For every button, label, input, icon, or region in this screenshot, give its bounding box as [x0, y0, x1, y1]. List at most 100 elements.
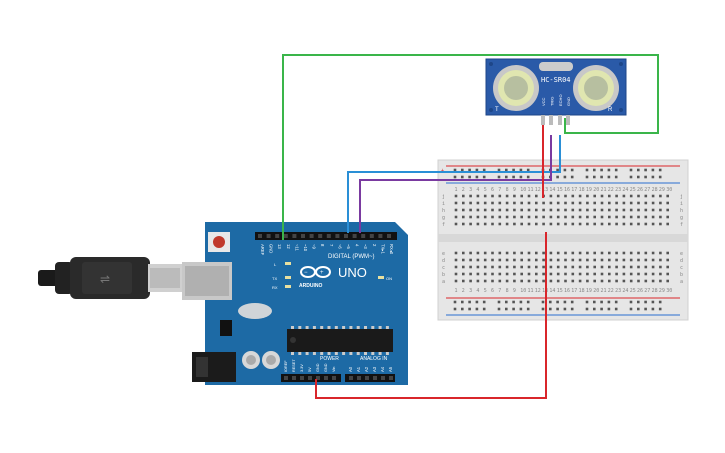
breadboard-hole[interactable]	[622, 222, 626, 226]
breadboard-hole[interactable]	[586, 258, 589, 262]
breadboard-hole[interactable]	[666, 258, 669, 262]
breadboard-hole[interactable]	[615, 208, 618, 212]
breadboard-hole[interactable]	[469, 265, 472, 269]
breadboard-hole[interactable]	[476, 265, 480, 269]
breadboard-hole[interactable]	[491, 265, 494, 269]
breadboard-hole[interactable]	[666, 251, 669, 255]
breadboard-hole[interactable]	[651, 201, 655, 205]
rail-hole[interactable]	[549, 307, 552, 311]
breadboard-hole[interactable]	[454, 222, 458, 226]
breadboard-hole[interactable]	[564, 272, 567, 276]
breadboard-hole[interactable]	[556, 265, 560, 269]
breadboard-hole[interactable]	[629, 279, 633, 283]
breadboard-hole[interactable]	[535, 279, 538, 283]
breadboard-hole[interactable]	[483, 215, 487, 219]
breadboard-hole[interactable]	[644, 258, 648, 262]
breadboard-hole[interactable]	[483, 222, 487, 226]
breadboard-hole[interactable]	[564, 265, 567, 269]
breadboard-hole[interactable]	[593, 215, 596, 219]
breadboard-hole[interactable]	[578, 201, 582, 205]
breadboard-hole[interactable]	[549, 201, 553, 205]
rail-hole[interactable]	[607, 175, 611, 179]
breadboard-hole[interactable]	[571, 251, 575, 255]
digital-pin[interactable]	[283, 234, 288, 238]
breadboard-hole[interactable]	[615, 265, 618, 269]
breadboard-hole[interactable]	[578, 272, 582, 276]
breadboard-hole[interactable]	[476, 279, 480, 283]
rail-hole[interactable]	[482, 307, 486, 311]
rail-hole[interactable]	[461, 168, 464, 172]
breadboard-hole[interactable]	[491, 201, 494, 205]
breadboard-hole[interactable]	[622, 272, 626, 276]
breadboard-hole[interactable]	[556, 251, 560, 255]
wire-red-5v[interactable]	[315, 232, 547, 399]
breadboard-hole[interactable]	[542, 265, 545, 269]
breadboard-hole[interactable]	[659, 215, 662, 219]
breadboard-hole[interactable]	[527, 258, 531, 262]
breadboard-hole[interactable]	[556, 215, 560, 219]
power-pin[interactable]	[300, 376, 304, 380]
breadboard-hole[interactable]	[535, 265, 538, 269]
rail-hole[interactable]	[651, 168, 655, 172]
breadboard-hole[interactable]	[556, 272, 560, 276]
breadboard-hole[interactable]	[513, 279, 516, 283]
rail-hole[interactable]	[556, 168, 559, 172]
rail-hole[interactable]	[549, 300, 552, 304]
breadboard-hole[interactable]	[542, 201, 545, 205]
rail-hole[interactable]	[497, 300, 501, 304]
digital-pin[interactable]	[292, 234, 297, 238]
breadboard-hole[interactable]	[593, 201, 596, 205]
breadboard-hole[interactable]	[629, 258, 633, 262]
digital-pin[interactable]	[344, 234, 348, 238]
breadboard-hole[interactable]	[578, 279, 582, 283]
digital-pin[interactable]	[387, 234, 391, 238]
breadboard-hole[interactable]	[615, 201, 618, 205]
breadboard-hole[interactable]	[659, 194, 662, 198]
breadboard-hole[interactable]	[505, 222, 509, 226]
breadboard-hole[interactable]	[622, 265, 626, 269]
breadboard-hole[interactable]	[659, 272, 662, 276]
rail-hole[interactable]	[570, 300, 574, 304]
rail-hole[interactable]	[526, 168, 530, 172]
breadboard-hole[interactable]	[505, 258, 509, 262]
breadboard-hole[interactable]	[542, 279, 545, 283]
breadboard-hole[interactable]	[666, 201, 669, 205]
rail-hole[interactable]	[563, 168, 567, 172]
breadboard-hole[interactable]	[498, 272, 502, 276]
rail-hole[interactable]	[585, 175, 589, 179]
breadboard-hole[interactable]	[600, 272, 604, 276]
breadboard-hole[interactable]	[513, 222, 516, 226]
breadboard-hole[interactable]	[571, 201, 575, 205]
breadboard-hole[interactable]	[564, 251, 567, 255]
rail-hole[interactable]	[468, 307, 471, 311]
breadboard-hole[interactable]	[629, 194, 633, 198]
breadboard-hole[interactable]	[520, 194, 523, 198]
breadboard-hole[interactable]	[498, 265, 502, 269]
breadboard-hole[interactable]	[593, 272, 596, 276]
breadboard-hole[interactable]	[520, 251, 523, 255]
breadboard-hole[interactable]	[454, 258, 458, 262]
breadboard-hole[interactable]	[564, 258, 567, 262]
rail-hole[interactable]	[637, 300, 640, 304]
breadboard-hole[interactable]	[637, 279, 640, 283]
breadboard-hole[interactable]	[644, 201, 648, 205]
digital-pin[interactable]	[301, 234, 305, 238]
breadboard-hole[interactable]	[659, 208, 662, 212]
breadboard-hole[interactable]	[454, 194, 458, 198]
breadboard-hole[interactable]	[476, 215, 480, 219]
breadboard-hole[interactable]	[454, 215, 458, 219]
rail-hole[interactable]	[453, 175, 457, 179]
digital-pin[interactable]	[318, 234, 323, 238]
rail-hole[interactable]	[614, 175, 618, 179]
breadboard-hole[interactable]	[542, 208, 545, 212]
breadboard-hole[interactable]	[549, 208, 553, 212]
rail-hole[interactable]	[593, 307, 596, 311]
breadboard-hole[interactable]	[637, 215, 640, 219]
breadboard-hole[interactable]	[498, 251, 502, 255]
breadboard-hole[interactable]	[549, 222, 553, 226]
breadboard-hole[interactable]	[600, 201, 604, 205]
breadboard-hole[interactable]	[651, 215, 655, 219]
breadboard-hole[interactable]	[549, 258, 553, 262]
